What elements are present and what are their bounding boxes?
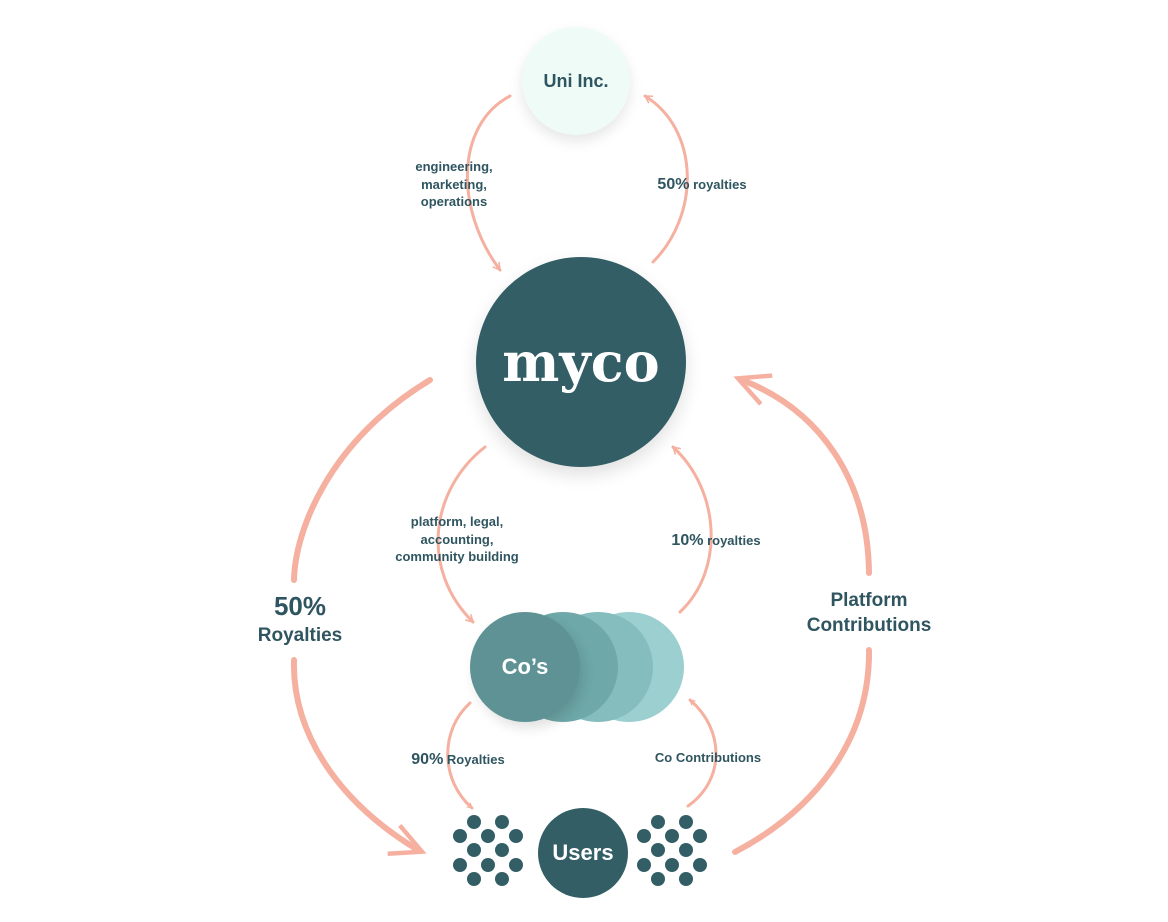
uni-royalties-label: 50% royalties <box>640 174 764 196</box>
co-royalties-text: royalties <box>707 533 761 548</box>
user-dot <box>467 843 481 857</box>
uni-royalties-text: royalties <box>693 177 747 192</box>
arrow-myco-to-cos <box>436 445 487 624</box>
user-dot <box>509 829 523 843</box>
user-royalties-label: 50% Royalties <box>232 590 368 648</box>
cos-node: Co’s <box>470 612 580 722</box>
myco-node: myco <box>476 257 686 467</box>
user-dot <box>679 872 693 886</box>
user-dot <box>665 858 679 872</box>
co-royalties-label: 10% royalties <box>656 530 776 552</box>
user-dot <box>495 815 509 829</box>
user-royalties-text: Royalties <box>257 624 343 646</box>
platform-contributions-line-2: Contributions <box>806 614 932 636</box>
user-dot <box>651 843 665 857</box>
user-royalties-pct: 50% <box>273 591 327 621</box>
myco-logo-text: myco <box>502 330 660 394</box>
user-dot <box>481 829 495 843</box>
user-dot <box>665 829 679 843</box>
user-dot <box>467 815 481 829</box>
user-dot <box>637 829 651 843</box>
users-node: Users <box>538 808 628 898</box>
user-dot <box>509 858 523 872</box>
uni-inc-node: Uni Inc. <box>522 27 630 135</box>
user-dot <box>651 815 665 829</box>
user-dot <box>693 829 707 843</box>
arrow-users-to-cos <box>686 698 718 808</box>
user-dot <box>453 858 467 872</box>
engineering-line-2: marketing, <box>421 176 487 192</box>
co-user-royalties-pct: 90% <box>411 751 444 768</box>
co-contributions-label: Co Contributions <box>640 749 776 767</box>
user-dot <box>495 872 509 886</box>
user-dot <box>679 815 693 829</box>
arrow-cos-to-myco <box>671 445 713 614</box>
user-dot <box>467 872 481 886</box>
uni-royalties-pct: 50% <box>657 176 690 193</box>
engineering-line-3: operations <box>420 194 488 210</box>
arrow-myco-to-uni <box>643 94 689 264</box>
user-dot <box>637 858 651 872</box>
co-user-royalties-label: 90% Royalties <box>396 749 520 771</box>
arrow-uni-to-myco <box>465 94 512 272</box>
platform-services-line-2: accounting, <box>420 531 494 547</box>
user-dot <box>679 843 693 857</box>
platform-services-line-1: platform, legal, <box>410 514 504 529</box>
user-dot <box>481 858 495 872</box>
platform-services-line-3: community building <box>395 549 519 565</box>
co-contributions-text: Co Contributions <box>654 750 762 765</box>
co-user-royalties-text: Royalties <box>446 752 505 767</box>
arrow-cos-to-users <box>446 701 474 810</box>
user-dot <box>453 829 467 843</box>
user-dot <box>651 872 665 886</box>
users-label: Users <box>552 840 614 865</box>
engineering-line-1: engineering, <box>415 159 493 174</box>
platform-services-label: platform, legal, accounting, community b… <box>382 513 532 566</box>
platform-contributions-line-1: Platform <box>830 590 908 611</box>
engineering-label: engineering, marketing, operations <box>392 158 516 211</box>
platform-contributions-label: Platform Contributions <box>788 589 950 638</box>
uni-inc-label: Uni Inc. <box>543 70 609 91</box>
co-royalties-pct: 10% <box>671 532 704 549</box>
user-dot <box>693 858 707 872</box>
cos-label: Co’s <box>501 654 549 679</box>
user-dot <box>495 843 509 857</box>
